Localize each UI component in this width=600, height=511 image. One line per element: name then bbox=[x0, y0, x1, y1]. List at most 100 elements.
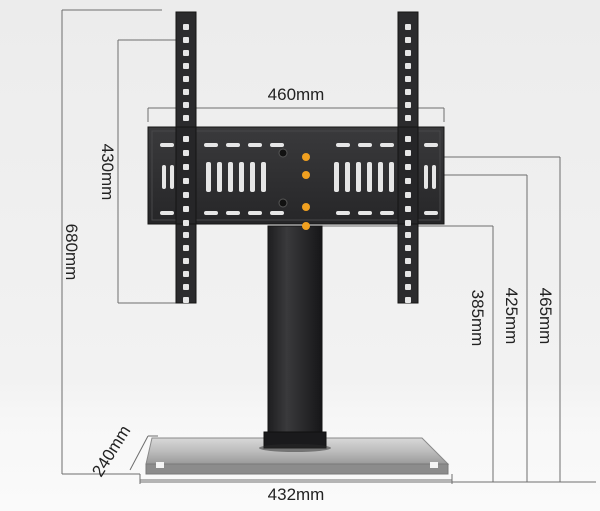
plate-vertical-slot bbox=[356, 162, 361, 192]
plate-vertical-slot bbox=[239, 162, 244, 192]
label-mount-width: 460mm bbox=[268, 85, 325, 104]
plate-vertical-slot bbox=[378, 162, 383, 192]
height-screw-high bbox=[302, 153, 310, 161]
plate-slot bbox=[380, 143, 394, 147]
dimension-432-bracket bbox=[139, 474, 453, 484]
arm-hole bbox=[183, 76, 189, 82]
arm-hole bbox=[405, 115, 411, 121]
arm-hole bbox=[405, 164, 411, 170]
dimension-240-bracket bbox=[129, 435, 158, 471]
plate-slot bbox=[270, 211, 284, 215]
arm-hole bbox=[183, 284, 189, 290]
height-screw-top bbox=[302, 203, 310, 211]
label-height-low: 385mm bbox=[468, 290, 487, 347]
arm-hole bbox=[183, 24, 189, 30]
plate-slot bbox=[424, 211, 438, 215]
arm-hole bbox=[183, 164, 189, 170]
plate-vertical-slot bbox=[170, 165, 174, 189]
plate-slot bbox=[380, 211, 394, 215]
plate-vertical-slot bbox=[367, 162, 372, 192]
arm-hole bbox=[405, 150, 411, 156]
arm-hole bbox=[405, 76, 411, 82]
plate-slot bbox=[336, 143, 350, 147]
plate-slot bbox=[358, 211, 372, 215]
arm-hole bbox=[183, 297, 189, 303]
label-height-mid: 425mm bbox=[502, 288, 521, 345]
plate-vertical-slot bbox=[261, 162, 266, 192]
plate-slot bbox=[204, 143, 218, 147]
plate-vertical-slot bbox=[217, 162, 222, 192]
base-foot bbox=[156, 462, 164, 468]
plate-vertical-slot bbox=[334, 162, 339, 192]
plate-slot bbox=[226, 143, 240, 147]
plate-bolt bbox=[278, 198, 288, 208]
dimension-430-bracket bbox=[117, 39, 176, 304]
label-mount-height: 430mm bbox=[98, 144, 117, 201]
arm-hole bbox=[183, 50, 189, 56]
arm-hole bbox=[183, 206, 189, 212]
plate-slot bbox=[336, 211, 350, 215]
arm-hole bbox=[183, 136, 189, 142]
plate-vertical-slot bbox=[250, 162, 255, 192]
arm-hole bbox=[405, 50, 411, 56]
arm-hole bbox=[183, 220, 189, 226]
plate-slot bbox=[160, 211, 174, 215]
arm-hole bbox=[405, 178, 411, 184]
arm-hole bbox=[183, 63, 189, 69]
plate-slot bbox=[226, 211, 240, 215]
arm-hole bbox=[405, 63, 411, 69]
arm-hole bbox=[183, 258, 189, 264]
arm-hole bbox=[183, 271, 189, 277]
arm-hole bbox=[405, 232, 411, 238]
arm-hole bbox=[183, 89, 189, 95]
plate-vertical-slot bbox=[432, 165, 436, 189]
plate-vertical-slot bbox=[162, 165, 166, 189]
arm-hole bbox=[405, 206, 411, 212]
plate-slot bbox=[160, 143, 174, 147]
plate-slot bbox=[248, 143, 262, 147]
plate-vertical-slot bbox=[389, 162, 394, 192]
arm-hole bbox=[405, 192, 411, 198]
label-total-height: 680mm bbox=[62, 224, 81, 281]
label-base-width: 432mm bbox=[268, 485, 325, 504]
arm-hole bbox=[183, 192, 189, 198]
arm-hole bbox=[405, 24, 411, 30]
plate-slot bbox=[358, 143, 372, 147]
arm-hole bbox=[405, 271, 411, 277]
arm-hole bbox=[183, 37, 189, 43]
dimension-460-bracket bbox=[147, 107, 445, 122]
plate-slot bbox=[204, 211, 218, 215]
plate-vertical-slot bbox=[206, 162, 211, 192]
plate-bolt bbox=[278, 148, 288, 158]
arm-hole bbox=[405, 245, 411, 251]
arm-hole bbox=[405, 284, 411, 290]
stand-column bbox=[259, 225, 331, 452]
label-height-high: 465mm bbox=[536, 288, 555, 345]
arm-hole bbox=[405, 89, 411, 95]
arm-hole bbox=[183, 245, 189, 251]
arm-hole bbox=[405, 297, 411, 303]
arm-hole bbox=[405, 37, 411, 43]
plate-slot bbox=[248, 211, 262, 215]
arm-hole bbox=[405, 136, 411, 142]
plate-slot bbox=[270, 143, 284, 147]
arm-hole bbox=[405, 220, 411, 226]
plate-vertical-slot bbox=[345, 162, 350, 192]
label-base-depth: 240mm bbox=[88, 422, 134, 480]
arm-hole bbox=[183, 102, 189, 108]
arm-hole bbox=[405, 258, 411, 264]
plate-vertical-slot bbox=[228, 162, 233, 192]
mounting-plate bbox=[147, 126, 445, 230]
arm-hole bbox=[183, 115, 189, 121]
arm-hole bbox=[183, 150, 189, 156]
arm-holes bbox=[183, 136, 411, 226]
arm-hole bbox=[183, 232, 189, 238]
height-screw-mid bbox=[302, 171, 310, 179]
base-foot bbox=[430, 462, 438, 468]
arm-hole bbox=[183, 178, 189, 184]
arm-hole bbox=[405, 102, 411, 108]
plate-slot bbox=[424, 143, 438, 147]
dimension-680-bracket bbox=[61, 9, 162, 475]
